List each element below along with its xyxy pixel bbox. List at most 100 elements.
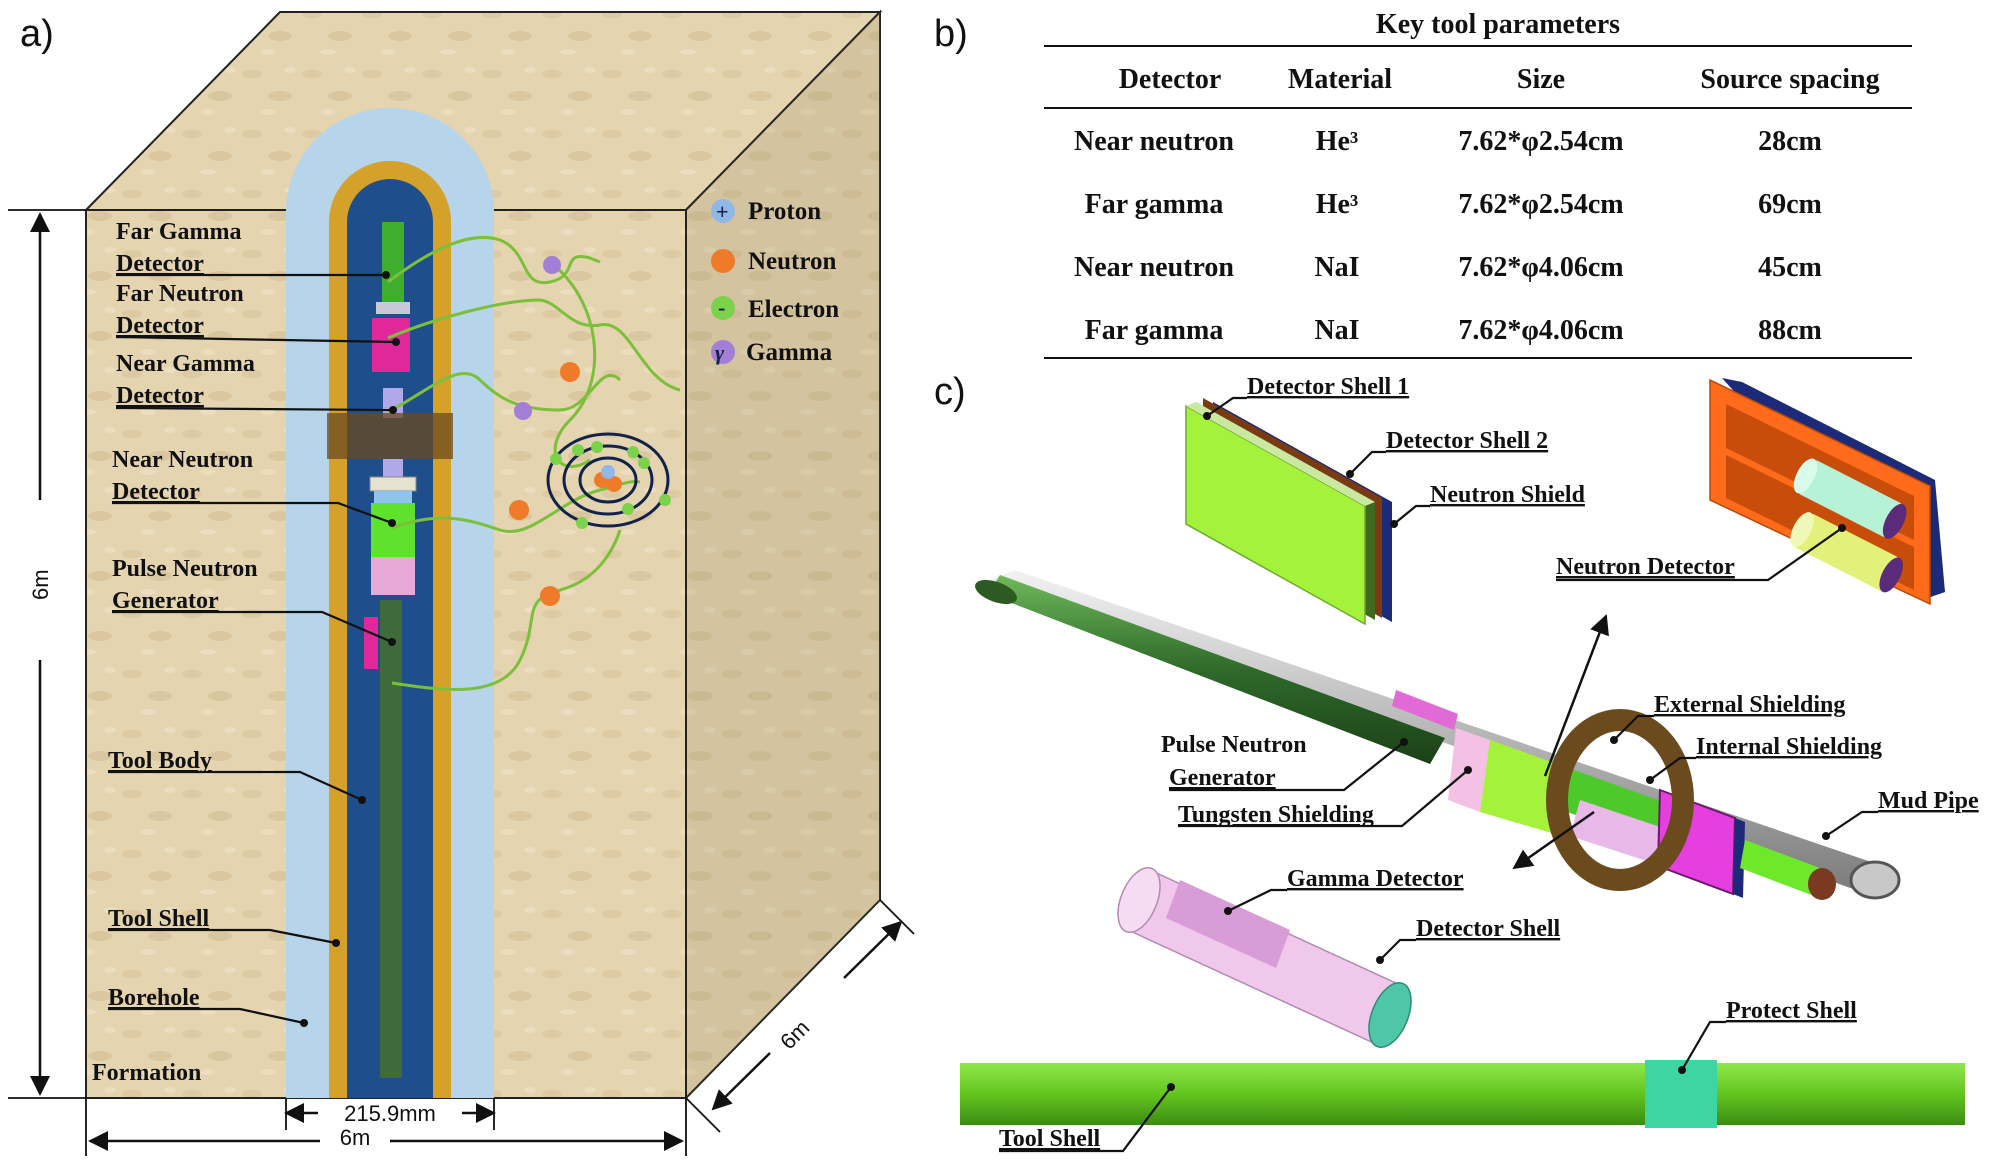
cell-material: NaI [1314, 252, 1359, 283]
gamma-track-2 [387, 372, 622, 414]
neutron-detector-housing [1709, 378, 1945, 606]
detector-shell-right-end [1368, 982, 1412, 1048]
gamma-symbol: γ [715, 340, 725, 365]
mud-pipe-assembly [975, 570, 1901, 900]
gamma-particle-1 [543, 256, 561, 274]
leader-borehole [108, 1007, 305, 1025]
cell-size: 7.62*φ2.54cm [1458, 189, 1623, 220]
label-tungsten: Tungsten Shielding [1178, 802, 1374, 828]
label-internal-shielding: Internal Shielding [1696, 734, 1882, 760]
label-neutron-shield: Neutron Shield [1430, 482, 1586, 508]
label-png-1: Pulse Neutron [112, 556, 258, 582]
leader-tungsten [1178, 769, 1469, 828]
cell-spacing: 28cm [1758, 126, 1822, 157]
label-external-shielding: External Shielding [1654, 692, 1845, 718]
gamma-track-1 [387, 235, 601, 285]
right-tube-end [1808, 868, 1836, 900]
leader-detector-shell-2 [1349, 450, 1386, 475]
spacer [374, 491, 412, 503]
near-neutron-crystal [371, 503, 415, 557]
col-header-detector: Detector [1119, 64, 1222, 95]
electron-symbol: - [718, 295, 725, 320]
table-row: Far gamma NaI 7.62*φ4.06cm 88cm [1085, 315, 1822, 346]
col-header-material: Material [1288, 64, 1392, 95]
cell-material: He³ [1316, 126, 1359, 157]
panel-b: b) Key tool parameters Detector Material… [934, 9, 1912, 359]
far-neutron-crystal [372, 318, 410, 372]
dim-bore-label: 215.9mm [344, 1101, 436, 1126]
neutron-particle-2 [509, 500, 529, 520]
gamma-icon [711, 340, 735, 364]
near-gamma-lower [383, 459, 403, 481]
detector-top-edge [1186, 402, 1375, 506]
label-tool-shell: Tool Shell [108, 906, 209, 932]
external-shielding-ring [1546, 709, 1694, 891]
panel-c-letter: c) [934, 371, 966, 413]
label-detector-shell-1: Detector Shell 1 [1247, 374, 1409, 400]
leader-tool-shell-c [999, 1086, 1172, 1153]
legend-proton: Proton [748, 198, 821, 225]
label-near-neutron-2: Detector [112, 479, 200, 505]
label-detector-shell: Detector Shell [1416, 916, 1561, 942]
dim-depth-label: 6m [775, 1015, 814, 1054]
explode-arrow-down [1512, 810, 1595, 870]
neutron-icon [711, 249, 735, 273]
detector-shell-left-end [1117, 867, 1161, 933]
dim-height-label: 6m [28, 569, 53, 600]
shielding-band [327, 413, 453, 459]
leader-mud-pipe [1825, 810, 1878, 837]
leader-neutron-detector [1556, 527, 1843, 582]
label-mud-pipe: Mud Pipe [1878, 788, 1979, 814]
panel-a: a) [8, 9, 915, 1156]
pipe-right-end [1849, 860, 1901, 900]
label-formation: Formation [92, 1060, 201, 1086]
inner-rod [380, 600, 402, 1078]
cell-spacing: 88cm [1758, 315, 1822, 346]
label-far-neutron-2: Detector [116, 313, 204, 339]
label-borehole: Borehole [108, 985, 200, 1011]
label-png-c-1: Pulse Neutron [1161, 732, 1307, 758]
scatter-track [549, 260, 597, 468]
dim-width-label: 6m [340, 1125, 371, 1150]
shell-assembly [1185, 398, 1392, 626]
leader-external-shielding [1613, 714, 1654, 741]
panel-b-letter: b) [934, 13, 968, 55]
leader-far-neutron [115, 335, 397, 344]
label-near-gamma-2: Detector [116, 383, 204, 409]
label-png-c-2: Generator [1169, 765, 1276, 791]
dim-depth-arrow-front [711, 1052, 771, 1111]
leader-png-c [1169, 741, 1405, 792]
cell-spacing: 69cm [1758, 189, 1822, 220]
cell-detector: Near neutron [1074, 126, 1234, 157]
label-far-gamma-2: Detector [116, 251, 204, 277]
cell-material: NaI [1314, 315, 1359, 346]
panel-a-letter: a) [20, 13, 54, 55]
label-tool-shell-c: Tool Shell [999, 1126, 1100, 1152]
leader-tool-body [108, 770, 363, 802]
dim-depth-back-ext [879, 899, 915, 935]
cell-detector: Far gamma [1085, 315, 1224, 346]
inner-tube [988, 575, 1445, 764]
leader-neutron-shield [1393, 504, 1430, 525]
neutron-block-side [1733, 818, 1745, 898]
gamma-particle-2 [514, 402, 532, 420]
neutron-particle-1 [560, 362, 580, 382]
leader-near-neutron [112, 501, 393, 525]
png-target [364, 617, 378, 669]
cell-size: 7.62*φ4.06cm [1458, 315, 1623, 346]
label-neutron-detector: Neutron Detector [1556, 554, 1735, 580]
col-header-size: Size [1517, 64, 1565, 95]
label-near-gamma-1: Near Gamma [116, 351, 255, 377]
formation-side-shade [686, 12, 880, 1098]
cell-size: 7.62*φ2.54cm [1458, 126, 1623, 157]
label-far-neutron-1: Far Neutron [116, 281, 244, 307]
leader-internal-shielding [1649, 756, 1696, 781]
label-near-neutron-1: Near Neutron [112, 447, 253, 473]
label-gamma-detector: Gamma Detector [1287, 866, 1464, 892]
legend-gamma: Gamma [746, 339, 833, 366]
table-row: Near neutron NaI 7.62*φ4.06cm 45cm [1074, 252, 1822, 283]
cell-detector: Near neutron [1074, 252, 1234, 283]
label-far-gamma-1: Far Gamma [116, 219, 242, 245]
